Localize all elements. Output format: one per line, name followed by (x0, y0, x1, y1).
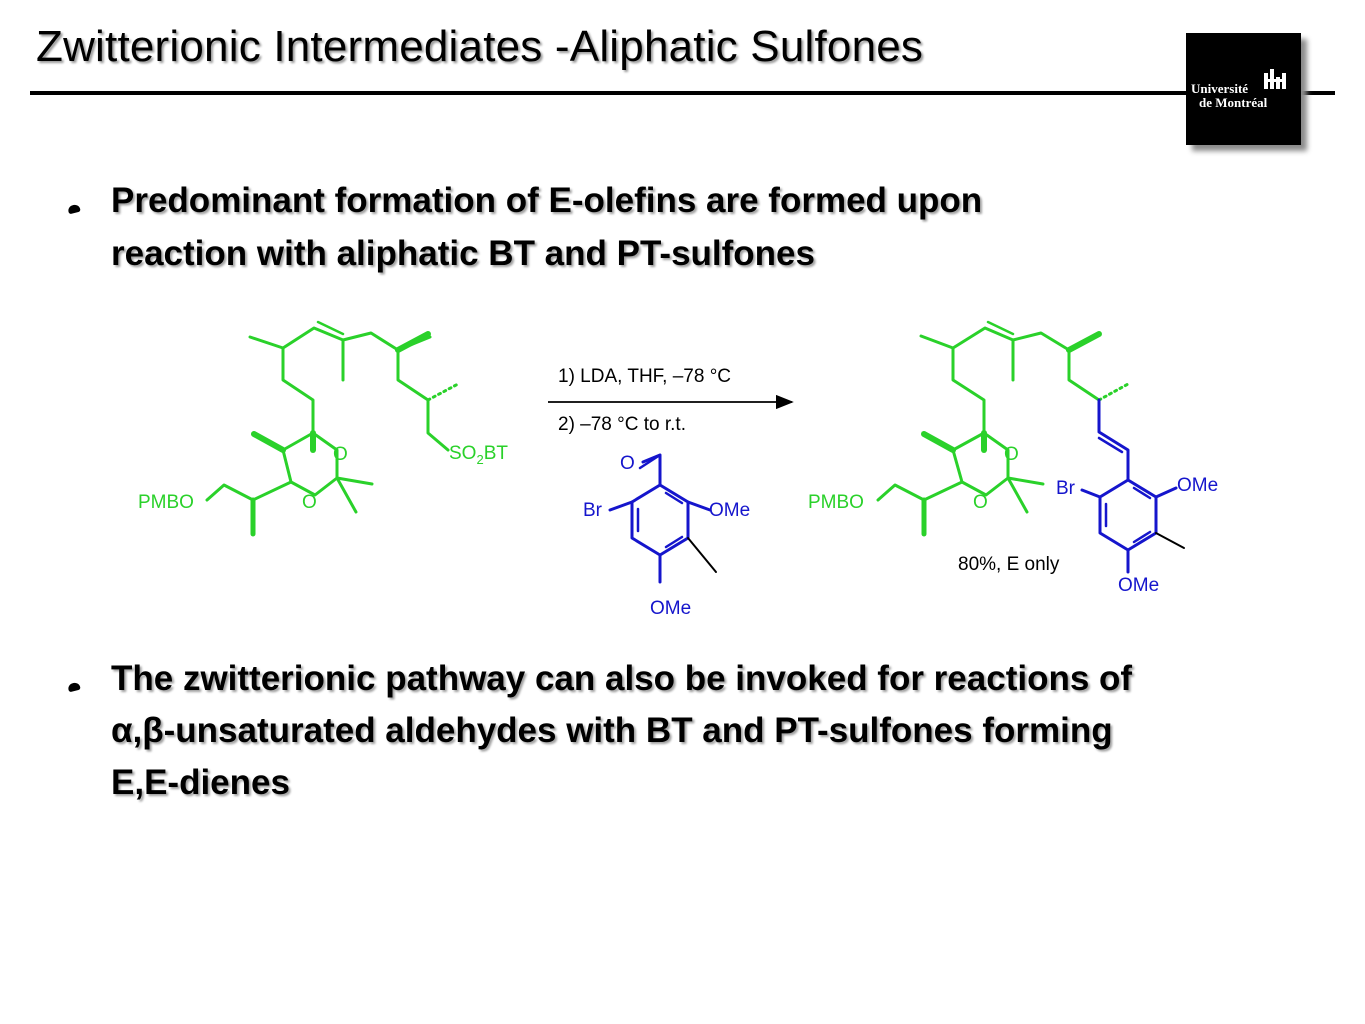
reactant-pmbo-label: PMBO (138, 492, 194, 513)
reactant-so2bt-label: SO2BT (449, 443, 508, 467)
reactant-molecule (205, 320, 460, 537)
product-ome-bottom-label: OMe (1118, 575, 1159, 596)
reactant-bt-text: BT (484, 443, 509, 464)
reactant-so-text: SO (449, 443, 476, 464)
aldehyde-molecule (608, 453, 717, 584)
bullet-1-line2: reaction with aliphatic BT and PT-sulfon… (111, 234, 815, 273)
bullet-2-line2: α,β-unsaturated aldehydes with BT and PT… (111, 711, 1113, 750)
product-br-label: Br (1056, 478, 1076, 499)
logo-text-line1: Université (1191, 81, 1249, 96)
university-logo: Université de Montréal (1186, 33, 1301, 145)
product-pmbo-label: PMBO (808, 492, 864, 513)
product-o-top-label: O (1004, 444, 1019, 465)
bullet-1-line1: Predominant formation of E-olefins are f… (111, 181, 983, 220)
reactant-o-bottom-label: O (302, 492, 317, 513)
logo-emblem-icon (1264, 69, 1286, 89)
product-aryl-fragment (1080, 398, 1185, 574)
slide-title: Zwitterionic Intermediates -Aliphatic Su… (36, 22, 924, 71)
condition-step-2: 2) –78 °C to r.t. (558, 414, 686, 435)
reactant-o-top-label: O (333, 444, 348, 465)
condition-step-1: 1) LDA, THF, –78 °C (558, 366, 731, 387)
product-yield-label: 80%, E only (958, 554, 1060, 575)
bullet-2-line1: The zwitterionic pathway can also be inv… (111, 659, 1133, 698)
aldehyde-ome-bottom-label: OMe (650, 598, 691, 619)
aldehyde-ome-side-label: OMe (709, 500, 750, 521)
logo-text-line2: de Montréal (1199, 95, 1268, 110)
bullet-2-line3: E,E-dienes (111, 763, 290, 802)
product-molecule (876, 320, 1130, 537)
title-underline (30, 91, 1335, 95)
reactant-so2-subscript: 2 (476, 452, 483, 467)
aldehyde-o-label: O (620, 453, 635, 474)
aldehyde-br-label: Br (583, 500, 603, 521)
product-o-bottom-label: O (973, 492, 988, 513)
product-ome-side-label: OMe (1177, 475, 1218, 496)
